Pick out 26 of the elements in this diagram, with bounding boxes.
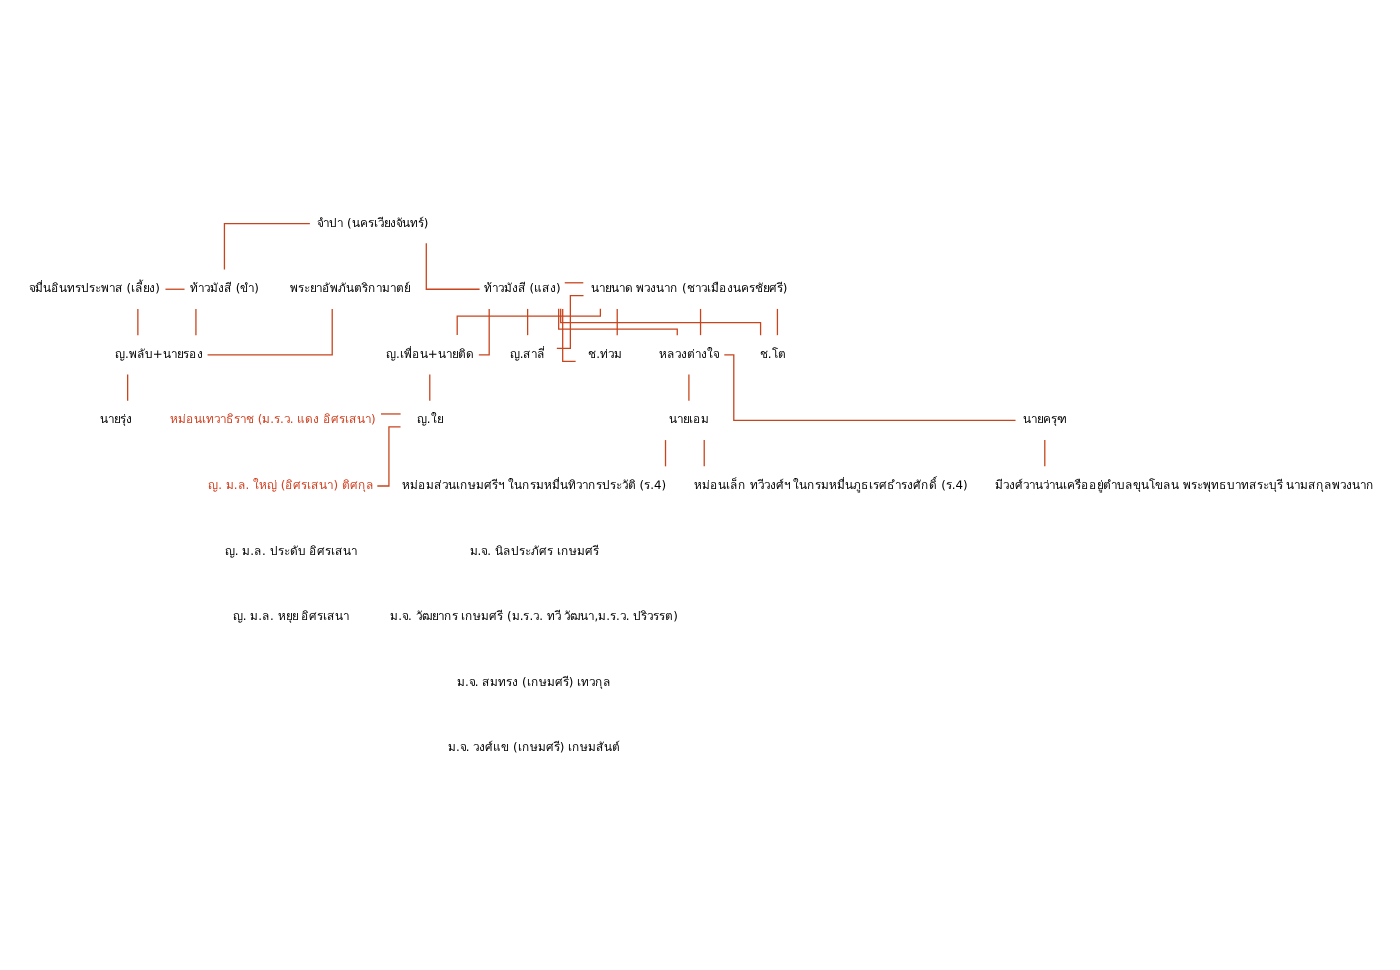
connector <box>563 281 583 283</box>
connector <box>205 307 332 355</box>
connector <box>163 287 185 289</box>
connector <box>615 307 617 335</box>
connector <box>1043 438 1045 466</box>
connector <box>561 307 576 361</box>
connector <box>126 372 128 401</box>
connector <box>559 307 761 335</box>
connector <box>687 372 689 401</box>
connector <box>375 425 401 486</box>
connector <box>136 307 138 335</box>
connector <box>722 353 1016 421</box>
connector <box>555 294 584 349</box>
connector <box>428 372 430 401</box>
connector <box>424 241 480 289</box>
connector <box>379 412 401 414</box>
connector <box>477 307 489 355</box>
connector <box>526 307 528 335</box>
connector <box>698 307 701 335</box>
connector <box>194 307 196 335</box>
connector <box>702 438 704 466</box>
connector <box>455 307 601 335</box>
connector <box>775 307 778 335</box>
connector <box>222 222 310 270</box>
connector <box>557 307 677 335</box>
connector <box>663 438 666 466</box>
